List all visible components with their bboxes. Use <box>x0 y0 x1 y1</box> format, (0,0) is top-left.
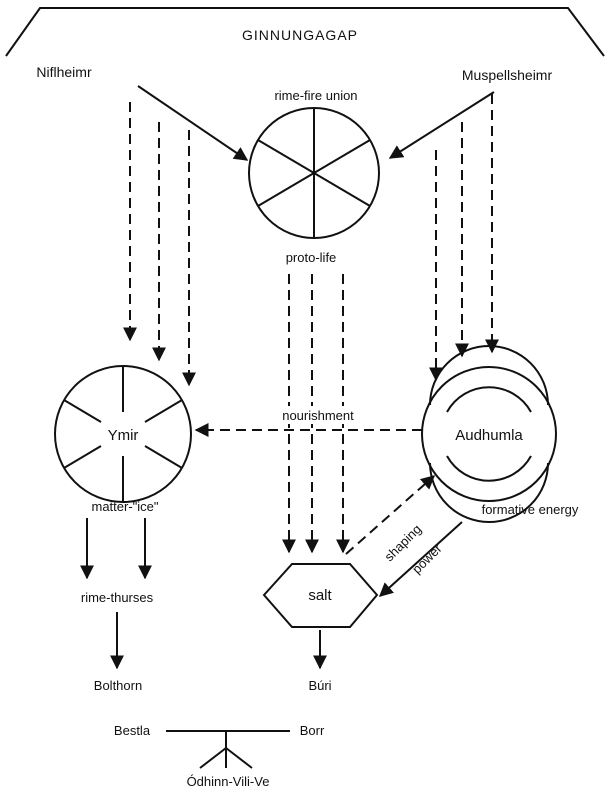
bolthorn-label: Bolthorn <box>94 678 142 693</box>
ymir-label: Ymir <box>108 427 139 444</box>
niflheimr-to-union-arrow <box>137 85 249 161</box>
salt-label: salt <box>308 587 332 604</box>
niflheimr-label: Niflheimr <box>36 64 92 80</box>
ginnungagap-title: GINNUNGAGAP <box>242 27 358 43</box>
borr-label: Borr <box>300 723 325 738</box>
nourishment-label: nourishment <box>282 408 354 423</box>
power-arrow <box>378 521 463 597</box>
bestla-label: Bestla <box>114 723 151 738</box>
ginnungagap-frame <box>5 7 605 57</box>
proto-life-label: proto-life <box>286 250 337 265</box>
rime-fire-union-circle <box>248 107 380 239</box>
muspellsheimr-label: Muspellsheimr <box>462 67 553 83</box>
ymir-circle <box>54 365 192 503</box>
descent-branch-left <box>199 747 227 769</box>
rime-fire-union-label: rime-fire union <box>274 88 357 103</box>
muspellsheimr-to-union-arrow <box>388 91 495 159</box>
salt-hexagon <box>262 563 379 628</box>
power-label: power <box>409 541 445 577</box>
rime-thurses-label: rime-thurses <box>81 590 154 605</box>
matter-ice-label: matter-"ice" <box>91 499 158 514</box>
buri-label: Búri <box>308 678 331 693</box>
audhumla-label: Audhumla <box>455 427 523 444</box>
formative-energy-label: formative energy <box>482 502 579 517</box>
descent-branch-right <box>225 747 253 769</box>
odhinn-vili-ve-label: Ódhinn-Vili-Ve <box>187 774 270 789</box>
shaping-dashed-arrow <box>345 475 436 555</box>
audhumla-circle <box>421 345 557 523</box>
